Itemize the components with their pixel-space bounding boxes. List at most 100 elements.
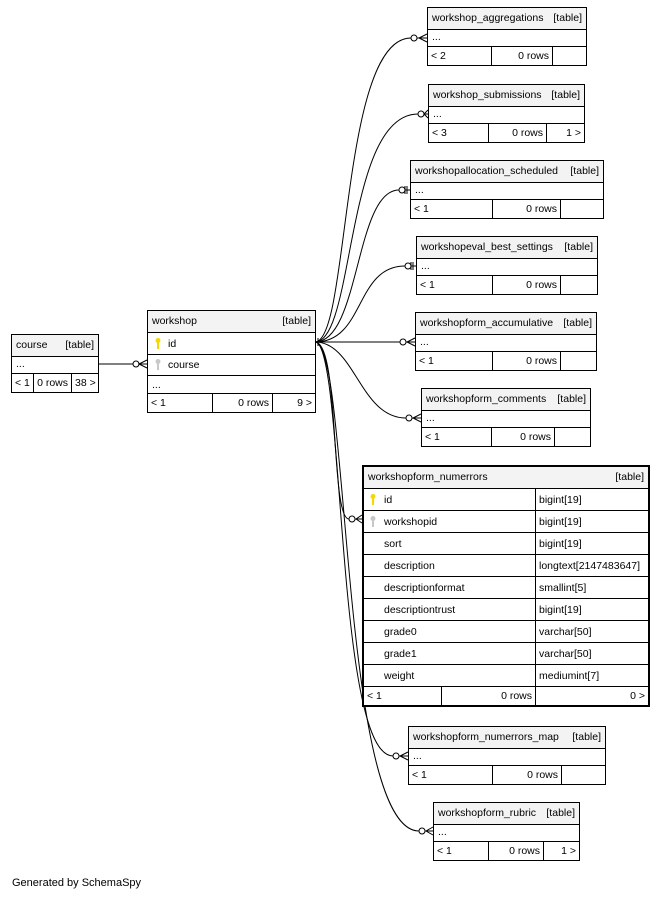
table-footer: < 1 0 rows	[417, 275, 597, 294]
parent-count[interactable]: < 1	[151, 397, 166, 409]
column-row: weight mediumint[7]	[364, 664, 648, 686]
table-footer: < 1 0 rows 38 >	[12, 373, 98, 392]
elided-columns: ...	[428, 29, 586, 46]
child-count[interactable]: 0 >	[535, 687, 648, 705]
column-row: workshopid bigint[19]	[364, 510, 648, 532]
table-kind: [table]	[564, 241, 593, 253]
column-type: bigint[19]	[535, 533, 582, 554]
table-footer: < 1 0 rows 9 >	[148, 393, 315, 412]
table-footer: < 2 0 rows	[428, 46, 586, 65]
column-name: grade0	[384, 626, 417, 638]
child-count[interactable]	[561, 766, 605, 784]
row-count: 0 rows	[492, 352, 560, 370]
edge-workshop-accumulative	[315, 337, 416, 347]
edge-workshop-numerrors	[314, 341, 363, 524]
child-count[interactable]: 1 >	[543, 842, 579, 860]
foreign-key-icon	[155, 359, 161, 370]
column-type: bigint[19]	[535, 489, 582, 510]
child-count[interactable]	[560, 276, 597, 294]
table-workshopallocation-scheduled[interactable]: workshopallocation_scheduled [table] ...…	[410, 160, 604, 219]
column-type: mediumint[7]	[535, 665, 599, 686]
parent-count[interactable]: < 1	[414, 203, 429, 215]
table-footer: < 1 0 rows	[422, 427, 590, 446]
table-kind: [table]	[570, 165, 599, 177]
table-course[interactable]: course [table] ... < 1 0 rows 38 >	[11, 334, 99, 393]
table-header: course [table]	[12, 335, 98, 356]
table-header: workshop_aggregations [table]	[428, 8, 586, 29]
table-workshopform-comments[interactable]: workshopform_comments [table] ... < 1 0 …	[421, 388, 591, 447]
row-count: 0 rows	[492, 276, 560, 294]
table-name: workshopform_rubric	[438, 807, 537, 819]
table-name: workshopeval_best_settings	[421, 241, 553, 253]
table-name: workshopform_numerrors	[368, 471, 488, 483]
table-workshop[interactable]: workshop [table] id course ... < 1 0 row…	[147, 310, 316, 413]
row-count: 0 rows	[488, 124, 546, 142]
parent-count[interactable]: < 1	[367, 690, 382, 702]
elided-columns: ...	[417, 258, 597, 275]
table-kind: [table]	[615, 471, 644, 483]
parent-count[interactable]: < 1	[425, 431, 440, 443]
column-name: description	[384, 560, 435, 572]
primary-key-icon	[155, 338, 161, 349]
table-header: workshopform_numerrors [table]	[364, 467, 648, 488]
column-name: sort	[384, 538, 402, 550]
table-workshopform-accumulative[interactable]: workshopform_accumulative [table] ... < …	[415, 312, 597, 371]
table-footer: < 1 0 rows	[416, 351, 596, 370]
parent-count[interactable]: < 1	[412, 769, 427, 781]
column-row: id bigint[19]	[364, 488, 648, 510]
table-workshopeval-best-settings[interactable]: workshopeval_best_settings [table] ... <…	[416, 236, 598, 295]
table-workshopform-rubric[interactable]: workshopform_rubric [table] ... < 1 0 ro…	[433, 802, 580, 861]
column-type: longtext[2147483647]	[535, 555, 640, 576]
edge-workshop-numerrors-map	[314, 341, 409, 761]
table-workshopform-numerrors[interactable]: workshopform_numerrors [table] id bigint…	[362, 465, 650, 707]
column-name: grade1	[384, 648, 417, 660]
child-count[interactable]: 38 >	[71, 374, 98, 392]
edge-workshop-rubric	[314, 341, 434, 836]
parent-count[interactable]: < 1	[15, 377, 30, 389]
table-header: workshopeval_best_settings [table]	[417, 237, 597, 258]
edge-workshop-evalbest	[314, 262, 416, 343]
column-row: course	[148, 354, 315, 375]
child-count[interactable]	[560, 352, 596, 370]
column-name: weight	[384, 670, 415, 682]
table-name: workshopform_comments	[426, 393, 547, 405]
elided-columns: ...	[411, 182, 603, 199]
table-workshop-submissions[interactable]: workshop_submissions [table] ... < 3 0 r…	[428, 84, 585, 143]
table-header: workshopallocation_scheduled [table]	[411, 161, 603, 182]
table-name: workshopform_numerrors_map	[413, 731, 559, 743]
elided-columns: ...	[12, 356, 98, 373]
row-count: 0 rows	[491, 47, 552, 65]
foreign-key-icon	[370, 516, 376, 527]
column-type: varchar[50]	[535, 621, 592, 642]
column-name: course	[168, 359, 200, 371]
parent-count[interactable]: < 1	[419, 355, 434, 367]
child-count[interactable]: 1 >	[546, 124, 584, 142]
table-header: workshop_submissions [table]	[429, 85, 584, 106]
table-workshop-aggregations[interactable]: workshop_aggregations [table] ... < 2 0 …	[427, 7, 587, 66]
table-workshopform-numerrors-map[interactable]: workshopform_numerrors_map [table] ... <…	[408, 726, 606, 785]
table-kind: [table]	[546, 807, 575, 819]
column-name: id	[168, 338, 177, 350]
table-header: workshopform_numerrors_map [table]	[409, 727, 605, 748]
row-count: 0 rows	[492, 200, 560, 218]
child-count[interactable]: 9 >	[272, 394, 315, 412]
column-name: id	[384, 494, 393, 506]
parent-count[interactable]: < 3	[432, 127, 447, 139]
row-count: 0 rows	[441, 687, 535, 705]
child-count[interactable]	[560, 200, 603, 218]
child-count[interactable]	[552, 47, 586, 65]
row-count: 0 rows	[212, 394, 272, 412]
column-name: descriptionformat	[384, 582, 465, 594]
elided-columns: ...	[416, 334, 596, 351]
column-row: descriptiontrust bigint[19]	[364, 598, 648, 620]
parent-count[interactable]: < 1	[437, 845, 452, 857]
table-kind: [table]	[563, 317, 592, 329]
table-kind: [table]	[557, 393, 586, 405]
table-header: workshopform_comments [table]	[422, 389, 590, 410]
parent-count[interactable]: < 1	[420, 279, 435, 291]
elided-columns: ...	[409, 748, 605, 765]
child-count[interactable]	[554, 428, 590, 446]
parent-count[interactable]: < 2	[431, 50, 446, 62]
table-kind: [table]	[65, 339, 94, 351]
